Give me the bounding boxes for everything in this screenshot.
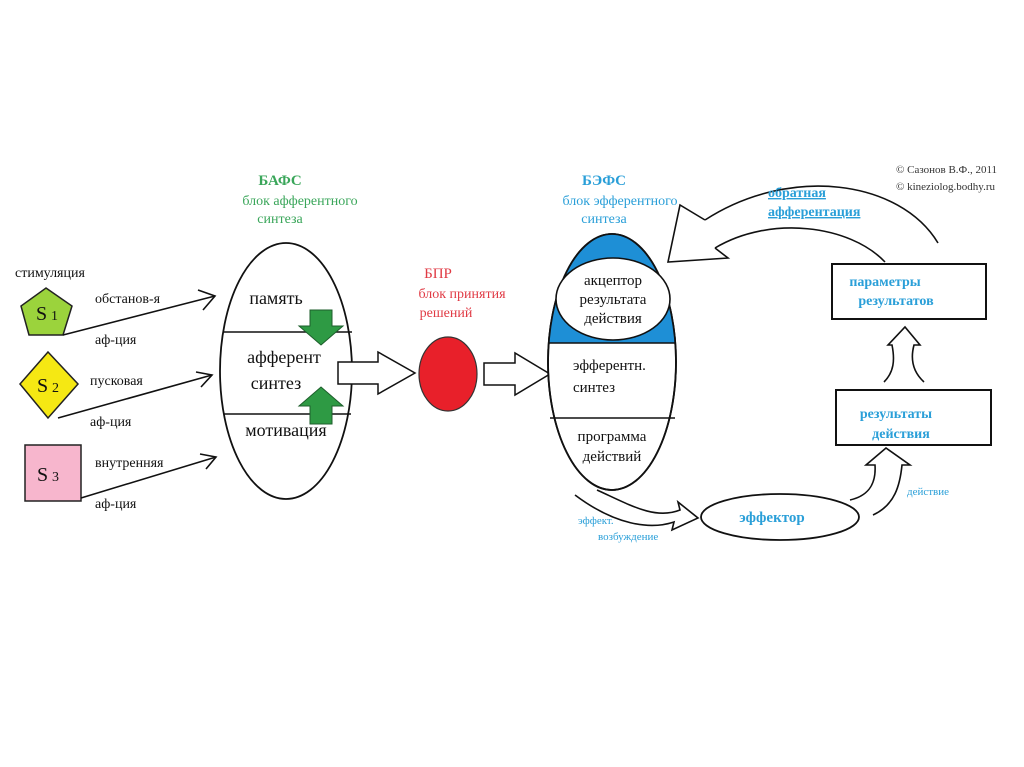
efferent-synthesis-line1: эфферентн. bbox=[573, 358, 646, 374]
stimulus-s1: S 1 bbox=[20, 287, 73, 336]
bpr-abbr: БПР bbox=[424, 266, 452, 282]
memory-down-arrow-icon bbox=[297, 309, 345, 346]
s2-label-bottom: аф-ция bbox=[90, 415, 132, 430]
bpr-to-befs-arrow bbox=[483, 351, 552, 397]
bafs-synthesis-line2: синтез bbox=[251, 373, 301, 393]
bpr-node bbox=[418, 336, 478, 412]
befs-ellipse bbox=[547, 233, 677, 491]
s1-sub: 1 bbox=[51, 309, 58, 324]
acceptor-ellipse bbox=[555, 257, 671, 341]
results-line2: действия bbox=[872, 427, 930, 442]
acceptor-line2: результата bbox=[580, 292, 647, 308]
bafs-synthesis-line1: афферент bbox=[247, 347, 321, 367]
effector-input-line2: возбуждение bbox=[598, 531, 658, 543]
s1-label-bottom: аф-ция bbox=[95, 333, 137, 348]
s3-arrow bbox=[80, 453, 218, 499]
square-shape bbox=[24, 444, 82, 502]
feedback-line1: обратная bbox=[768, 186, 826, 201]
diamond-shape bbox=[19, 350, 80, 420]
stimulus-s2: S 2 bbox=[19, 350, 80, 420]
befs-title-line1: блок эфферентного bbox=[563, 194, 678, 209]
bafs-title-line1: блок афферентного bbox=[242, 194, 357, 209]
effector-label: эффектор bbox=[739, 510, 804, 526]
credit-line-1: © Сазонов В.Ф., 2011 bbox=[896, 164, 997, 176]
s3-label-top: внутренняя bbox=[95, 456, 164, 471]
s1-arrow bbox=[62, 289, 217, 336]
s2-sub: 2 bbox=[52, 381, 59, 396]
acceptor-line1: акцептор bbox=[584, 273, 642, 289]
s1-letter: S bbox=[36, 303, 47, 325]
bafs-abbr: БАФС bbox=[258, 173, 301, 189]
program-line2: действий bbox=[583, 449, 642, 465]
s3-letter: S bbox=[37, 464, 48, 486]
s1-label-top: обстанов-я bbox=[95, 292, 161, 307]
effector-input-line1: эффект. bbox=[578, 515, 614, 527]
bafs-title-line2: синтеза bbox=[257, 212, 303, 227]
action-label: действие bbox=[907, 486, 949, 498]
stimulation-header: стимуляция bbox=[15, 266, 85, 281]
params-line1: параметры bbox=[849, 275, 920, 290]
bafs-motivation: мотивация bbox=[245, 420, 326, 440]
bafs-ellipse bbox=[219, 242, 353, 500]
efferent-synthesis-line2: синтез bbox=[573, 380, 615, 396]
pentagon-shape bbox=[20, 287, 73, 336]
feedback-line2: афферентация bbox=[768, 205, 861, 220]
s2-arrow bbox=[57, 371, 214, 419]
s3-label-bottom: аф-ция bbox=[95, 497, 137, 512]
s2-label-top: пусковая bbox=[90, 374, 143, 389]
results-box bbox=[835, 389, 992, 446]
effector-to-results-arrow bbox=[849, 446, 913, 516]
results-line1: результаты bbox=[860, 407, 932, 422]
feedback-curved-arrow bbox=[666, 185, 939, 263]
stimulus-s3: S 3 bbox=[24, 444, 82, 502]
s2-letter: S bbox=[37, 375, 48, 397]
results-to-params-arrow bbox=[883, 325, 925, 383]
s3-sub: 3 bbox=[52, 470, 59, 485]
motivation-up-arrow-icon bbox=[297, 386, 345, 425]
bafs-to-bpr-arrow bbox=[337, 350, 417, 396]
params-box bbox=[831, 263, 987, 320]
bpr-title-line2: решений bbox=[420, 306, 473, 321]
acceptor-line3: действия bbox=[584, 311, 642, 327]
bpr-title-line1: блок принятия bbox=[418, 287, 506, 302]
program-to-effector-arrow bbox=[574, 489, 700, 532]
befs-title-line2: синтеза bbox=[581, 212, 627, 227]
bafs-memory: память bbox=[249, 288, 302, 308]
program-line1: программа bbox=[578, 429, 647, 445]
befs-abbr: БЭФС bbox=[582, 173, 626, 189]
effector-node bbox=[700, 493, 860, 541]
credit-line-2: © kineziolog.bodhy.ru bbox=[896, 181, 995, 193]
params-line2: результатов bbox=[858, 294, 934, 309]
